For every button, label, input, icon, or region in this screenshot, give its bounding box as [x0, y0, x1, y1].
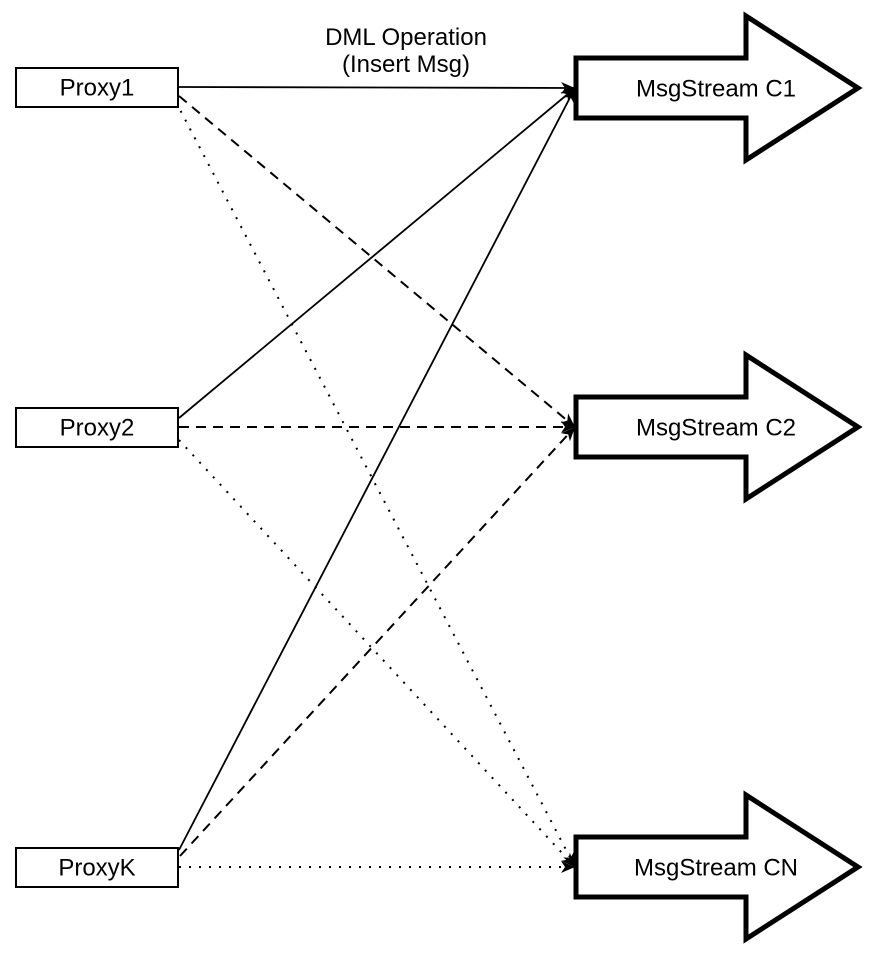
proxy-node-proxy1: Proxy1 [15, 67, 179, 108]
proxyk-box [15, 847, 179, 888]
edge-proxy1-to-msgstream-cn [175, 101, 576, 868]
edge-proxyk-to-msgstream-c2 [179, 426, 576, 857]
edge-proxy2-to-msgstream-cn [178, 439, 576, 868]
msgstream-c2-arrow-shape [573, 350, 863, 504]
edge-proxyk-to-msgstream-c1 [178, 87, 576, 851]
edge-proxy2-to-msgstream-c1 [178, 87, 576, 419]
msgstream-c1-arrow-shape [573, 11, 863, 165]
edge-annotation-line2: (Insert Msg) [342, 51, 470, 78]
stream-node-msgstream-c1: MsgStream C1 [573, 11, 863, 165]
proxy2-box [15, 407, 179, 448]
proxy2-label: Proxy2 [60, 415, 135, 442]
proxyk-label: ProxyK [58, 855, 135, 882]
stream-node-msgstream-cn: MsgStream CN [573, 790, 863, 944]
msgstream-c2-label: MsgStream C2 [636, 415, 796, 442]
proxy1-box [15, 67, 179, 108]
proxy-node-proxyk: ProxyK [15, 847, 179, 888]
proxy-node-proxy2: Proxy2 [15, 407, 179, 448]
edge-annotation-line1: DML Operation [325, 24, 487, 51]
edge-proxy1-to-msgstream-c1 [178, 81, 576, 94]
stream-node-msgstream-c2: MsgStream C2 [573, 350, 863, 504]
msgstream-cn-label: MsgStream CN [634, 855, 798, 882]
msgstream-c1-label: MsgStream C1 [636, 76, 796, 103]
msgstream-cn-arrow-shape [573, 790, 863, 944]
edge-proxy1-to-msgstream-c2 [178, 95, 576, 428]
proxy1-label: Proxy1 [60, 75, 135, 102]
